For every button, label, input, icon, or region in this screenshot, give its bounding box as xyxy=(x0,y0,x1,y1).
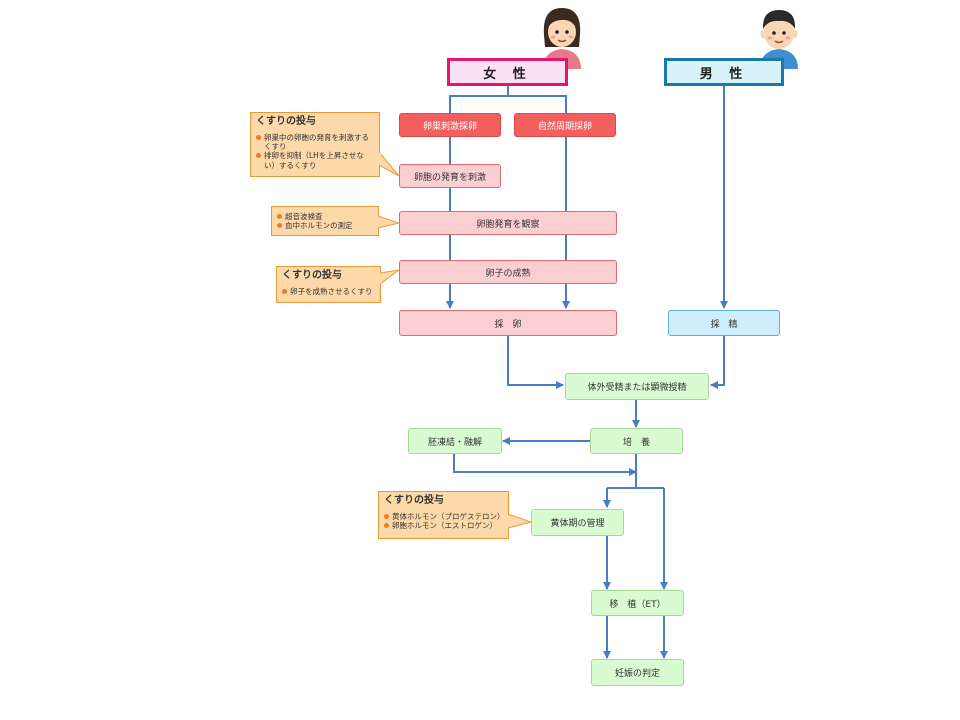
follicle-monitoring-box: 卵胞発育を観察 xyxy=(399,211,617,235)
sperm-collection-box: 採 精 xyxy=(668,310,780,336)
female-header: 女 性 xyxy=(447,58,568,86)
note-title: くすりの投与 xyxy=(384,495,444,506)
pointer-exam xyxy=(377,215,401,229)
note-item: 超音波検査 xyxy=(277,212,373,221)
pointer-note-2 xyxy=(379,269,400,285)
ovarian-stimulation-box: 卵巣刺激採卵 xyxy=(399,113,501,137)
egg-retrieval-box: 採 卵 xyxy=(399,310,617,336)
note-title: くすりの投与 xyxy=(256,116,316,127)
note-item: 排卵を抑制（LHを上昇させない）するくすり xyxy=(256,151,374,170)
note-item: 黄体ホルモン（プロゲステロン） xyxy=(384,512,505,521)
embryo-transfer-box: 移 植（ET） xyxy=(591,590,684,616)
embryo-freeze-box: 胚凍結・融解 xyxy=(408,428,502,454)
note-item: 血中ホルモンの測定 xyxy=(277,221,373,230)
pointer-note-1 xyxy=(378,151,400,177)
medication-note-1: くすりの投与 卵巣中の卵胞の発育を刺激するくすり 排卵を抑制（LHを上昇させない… xyxy=(250,112,380,177)
follicle-stimulation-box: 卵胞の発育を刺激 xyxy=(399,164,501,188)
male-header: 男 性 xyxy=(664,58,784,86)
fertilization-box: 体外受精または顕微授精 xyxy=(565,373,709,400)
note-item: 卵胞ホルモン（エストロゲン） xyxy=(384,521,503,530)
arrow-freeze-back xyxy=(453,454,637,476)
line-female-to-stimulation xyxy=(449,86,509,113)
medication-note-2: くすりの投与 卵子を成熟させるくすり xyxy=(276,266,381,303)
pregnancy-judgement-box: 妊娠の判定 xyxy=(591,659,684,686)
pointer-note-3 xyxy=(507,513,533,529)
arrow-retrieval-to-fertilization xyxy=(507,336,564,389)
culture-box: 培 養 xyxy=(590,428,683,454)
egg-maturation-box: 卵子の成熟 xyxy=(399,260,617,284)
line-female-to-natural xyxy=(508,95,567,113)
luteal-phase-box: 黄体期の管理 xyxy=(531,509,624,536)
note-item: 卵子を成熟させるくすり xyxy=(282,287,375,296)
arrow-sperm-to-fertilization xyxy=(710,336,725,389)
note-item: 卵巣中の卵胞の発育を刺激するくすり xyxy=(256,133,374,152)
natural-cycle-box: 自然周期採卵 xyxy=(514,113,616,137)
medication-note-3: くすりの投与 黄体ホルモン（プロゲステロン） 卵胞ホルモン（エストロゲン） xyxy=(378,491,509,539)
examination-note: 超音波検査 血中ホルモンの測定 xyxy=(271,206,379,236)
note-title: くすりの投与 xyxy=(282,270,342,281)
